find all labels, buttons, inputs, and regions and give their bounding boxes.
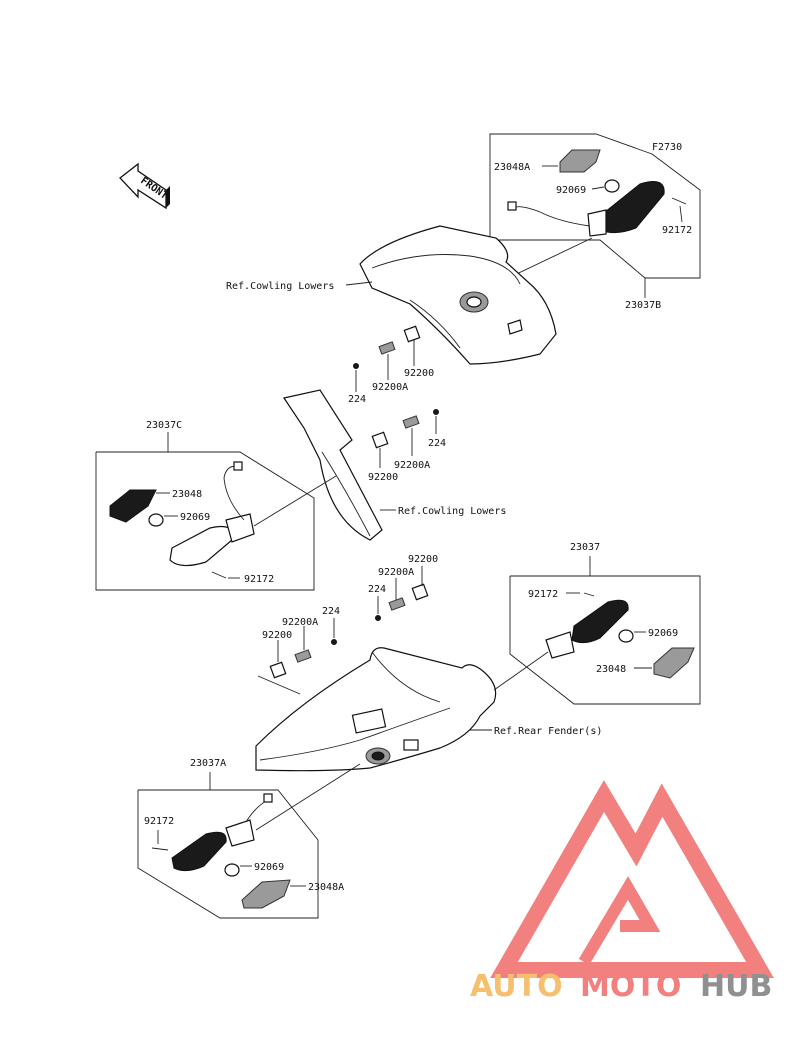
- middle-cowling: Ref.Cowling Lowers: [283, 389, 506, 541]
- rear-fender: Ref.Rear Fender(s): [255, 647, 602, 772]
- watermark-moto: MOTO: [580, 969, 681, 1004]
- fastener-lower-left-a: 92200: [262, 630, 292, 641]
- bulb-label-a: 92069: [254, 862, 284, 873]
- lens-label-b: 23048A: [494, 162, 530, 173]
- assembly-23037c: 23037C 23048 92069 92172: [95, 420, 337, 591]
- fastener-middle-b: 92200A: [394, 460, 430, 471]
- lens-icon: [653, 647, 695, 679]
- signal-housing-icon: [571, 599, 629, 644]
- assembly-23037a-label: 23037A: [190, 758, 226, 769]
- signal-housing-icon: [599, 181, 665, 234]
- assembly-23037: 23037 92172 92069 23048: [509, 542, 701, 705]
- lens-icon: [559, 149, 601, 173]
- fastener-upper-c: 224: [348, 394, 366, 405]
- ref-cowling-lowers-top: Ref.Cowling Lowers: [226, 281, 334, 292]
- ref-cowling-lowers-mid: Ref.Cowling Lowers: [398, 506, 506, 517]
- bulb-icon: [604, 179, 620, 193]
- assembly-23037-label: 23037: [570, 542, 600, 553]
- watermark-auto: AUTO: [470, 969, 563, 1004]
- signal-housing-icon: [171, 831, 227, 872]
- bulb-label-b: 92069: [556, 185, 586, 196]
- lens-label-a: 23048A: [308, 882, 344, 893]
- figure-code: F2730: [652, 142, 682, 153]
- fasteners-upper: 92200 92200A 224: [348, 325, 434, 405]
- screw-label-a: 92172: [144, 816, 174, 827]
- assembly-23037c-label: 23037C: [146, 420, 182, 431]
- upper-cowling: Ref.Cowling Lowers: [226, 225, 557, 365]
- bulb-label-plain: 92069: [648, 628, 678, 639]
- ref-rear-fender: Ref.Rear Fender(s): [494, 726, 602, 737]
- lens-icon: [109, 489, 157, 523]
- bulb-icon: [148, 513, 164, 527]
- watermark-text: AUTO MOTO HUB: [470, 969, 772, 1004]
- front-arrow-icon: FRONT: [119, 162, 170, 210]
- bulb-icon: [224, 863, 240, 877]
- assembly-23037a: 23037A 92172 92069 23048A: [137, 758, 361, 919]
- bulb-icon: [618, 629, 634, 643]
- signal-housing-icon: [169, 525, 234, 567]
- fastener-lower-right-c: 224: [368, 584, 386, 595]
- fastener-lower-left-b: 92200A: [282, 617, 318, 628]
- fastener-middle-a: 92200: [368, 472, 398, 483]
- screw-label-c: 92172: [244, 574, 274, 585]
- fastener-lower-right-a: 92200: [408, 554, 438, 565]
- fasteners-middle: 92200 92200A 224: [368, 409, 446, 483]
- fasteners-lower-right: 92200 92200A 224: [368, 554, 438, 621]
- bulb-label-c: 92069: [180, 512, 210, 523]
- fastener-middle-c: 224: [428, 438, 446, 449]
- assembly-23037b: 23037B 23048A 92069 92172: [489, 133, 701, 311]
- fastener-lower-right-b: 92200A: [378, 567, 414, 578]
- screw-label-b: 92172: [662, 225, 692, 236]
- lens-label-c: 23048: [172, 489, 202, 500]
- watermark-hub: HUB: [700, 969, 772, 1004]
- fastener-upper-a: 92200: [404, 368, 434, 379]
- screw-label-plain: 92172: [528, 589, 558, 600]
- fastener-lower-left-c: 224: [322, 606, 340, 617]
- lens-icon: [241, 879, 291, 909]
- fastener-upper-b: 92200A: [372, 382, 408, 393]
- fasteners-lower-left: 92200 92200A 224: [262, 606, 340, 679]
- watermark-logo: AUTO MOTO HUB: [470, 780, 774, 1004]
- assembly-23037b-label: 23037B: [625, 300, 661, 311]
- lens-label-plain: 23048: [596, 664, 626, 675]
